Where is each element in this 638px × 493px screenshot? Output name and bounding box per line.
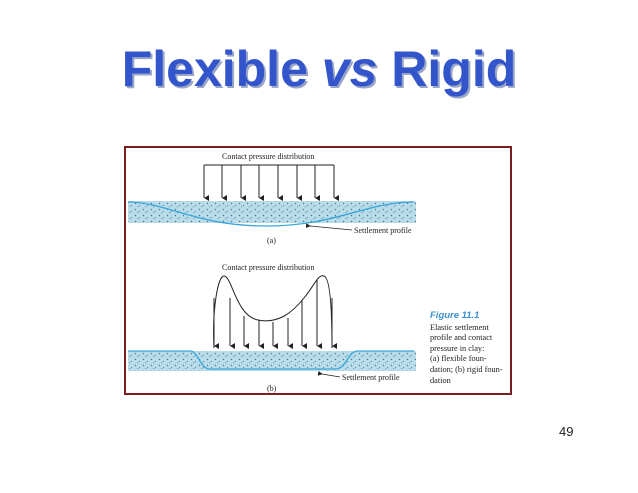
page-number: 49 [559, 424, 574, 439]
caption-line: (a) flexible foun- [430, 354, 487, 364]
top-sublabel: (a) [267, 236, 276, 245]
top-settlement-curve [127, 201, 415, 227]
title-part-vs: vs [321, 41, 378, 97]
caption-line: profile and contact [430, 333, 493, 343]
top-soil-layer [128, 201, 416, 223]
bottom-pressure-arrows [213, 280, 337, 349]
caption-line: Elastic settlement [430, 322, 489, 332]
top-contact-pressure-label: Contact pressure distribution [222, 152, 314, 161]
title-part-rigid: Rigid [377, 41, 517, 97]
title-part-flexible: Flexible [121, 41, 322, 97]
figure-caption-title: Figure 11.1 [430, 310, 480, 321]
slide-title: Flexible vs Rigid [0, 40, 638, 98]
caption-line: dation [430, 375, 451, 385]
top-pressure-arrows [203, 165, 339, 201]
caption-line: pressure in clay: [430, 343, 485, 353]
bottom-soil-layer [128, 351, 416, 371]
caption-line: dation; (b) rigid foun- [430, 364, 503, 374]
figure-frame: Contact pressure distribution Settlement… [124, 146, 512, 395]
bottom-settlement-profile [128, 350, 414, 370]
bottom-sublabel: (b) [267, 384, 277, 393]
figure-caption: Figure 11.1 Elastic settlement profile a… [430, 310, 516, 386]
bottom-pressure-curve [213, 275, 333, 349]
settlement-diagram: Contact pressure distribution Settlement… [127, 152, 416, 393]
bottom-settlement-label: Settlement profile [342, 373, 400, 382]
bottom-contact-pressure-label: Contact pressure distribution [222, 263, 314, 272]
top-settlement-label: Settlement profile [354, 226, 412, 235]
